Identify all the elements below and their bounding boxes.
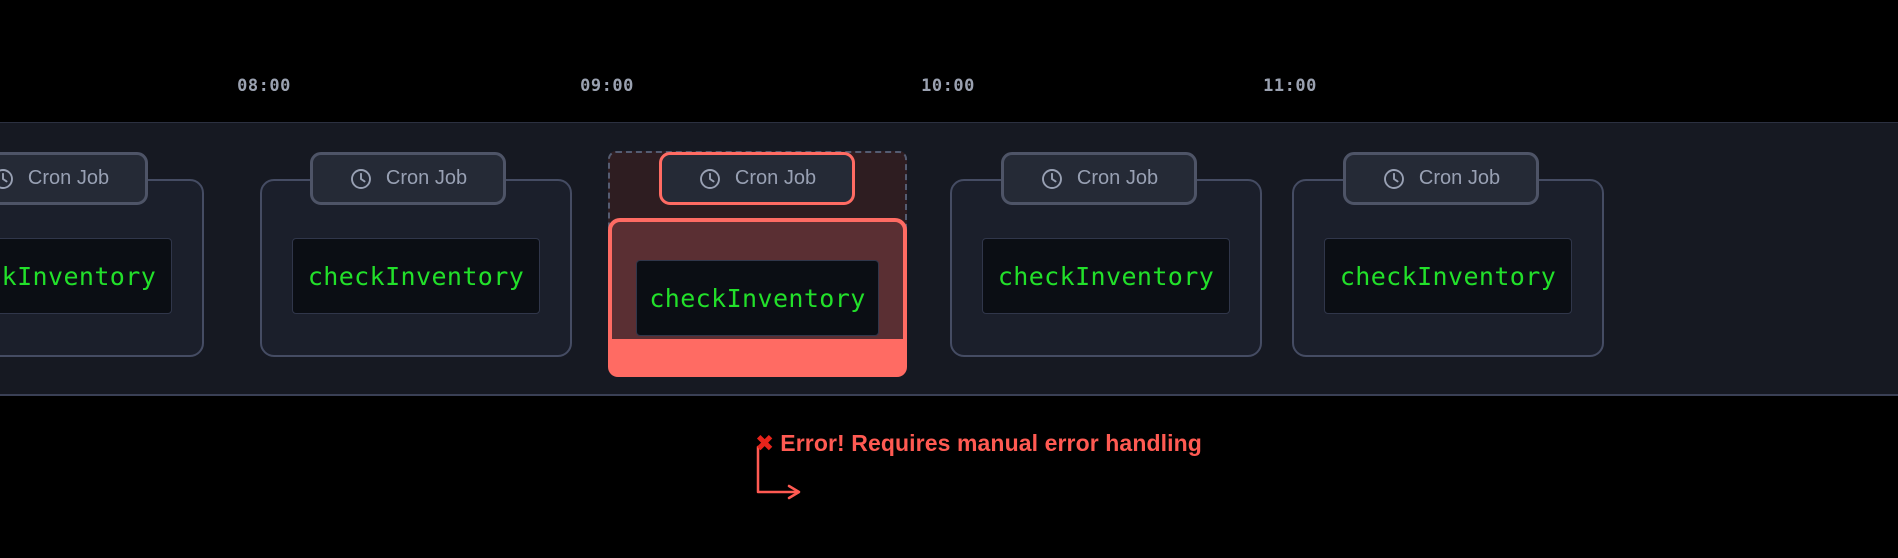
timeline-tick-0900: 09:00 (580, 76, 634, 96)
clock-icon (1041, 168, 1062, 189)
job-code-text: checkInventory (0, 261, 157, 291)
clock-icon (699, 168, 720, 189)
cron-job-badge-label: Cron Job (27, 167, 110, 189)
clock-icon (350, 168, 371, 189)
error-card-fill (608, 339, 907, 377)
cron-job-badge[interactable]: Cron Job (310, 152, 506, 205)
timeline-tick-1000: 10:00 (921, 76, 975, 96)
job-card[interactable]: checkInventory (950, 179, 1262, 357)
cron-job-swimlane: checkInventory Cron Job checkInventory Cron… (0, 122, 1898, 396)
cron-job-badge-label: Cron Job (1076, 167, 1159, 189)
timeline-tick-0800: 08:00 (237, 76, 291, 96)
cron-job-badge[interactable]: Cron Job (0, 152, 148, 205)
job-code-box: checkInventory (636, 260, 879, 336)
job-code-box: checkInventory (0, 238, 172, 314)
clock-icon (1383, 168, 1404, 189)
job-card[interactable]: checkInventory (260, 179, 572, 357)
cron-job-badge-label: Cron Job (1418, 167, 1501, 189)
cron-job-badge[interactable]: Cron Job (1001, 152, 1197, 205)
timeline-tick-1100: 11:00 (1263, 76, 1317, 96)
job-code-text: checkInventory (1339, 261, 1557, 291)
job-code-text: checkInventory (307, 261, 525, 291)
timeline-ruler: 08:00 09:00 10:00 11:00 (0, 0, 1898, 122)
clock-icon (0, 168, 13, 189)
job-code-box: checkInventory (982, 238, 1230, 314)
error-message: Error! Requires manual error handling (780, 430, 1202, 456)
job-code-box: checkInventory (292, 238, 540, 314)
error-annotation: ✖ Error! Requires manual error handling (755, 430, 1202, 457)
cron-job-badge-label: Cron Job (385, 167, 468, 189)
job-code-text: checkInventory (649, 283, 866, 313)
cron-job-badge[interactable]: Cron Job (659, 152, 855, 205)
job-card[interactable]: checkInventory (0, 179, 204, 357)
cron-job-badge-label: Cron Job (734, 167, 817, 189)
error-cross-icon: ✖ (755, 430, 775, 456)
cron-job-badge[interactable]: Cron Job (1343, 152, 1539, 205)
job-card[interactable]: checkInventory (1292, 179, 1604, 357)
job-code-box: checkInventory (1324, 238, 1572, 314)
job-code-text: checkInventory (997, 261, 1215, 291)
